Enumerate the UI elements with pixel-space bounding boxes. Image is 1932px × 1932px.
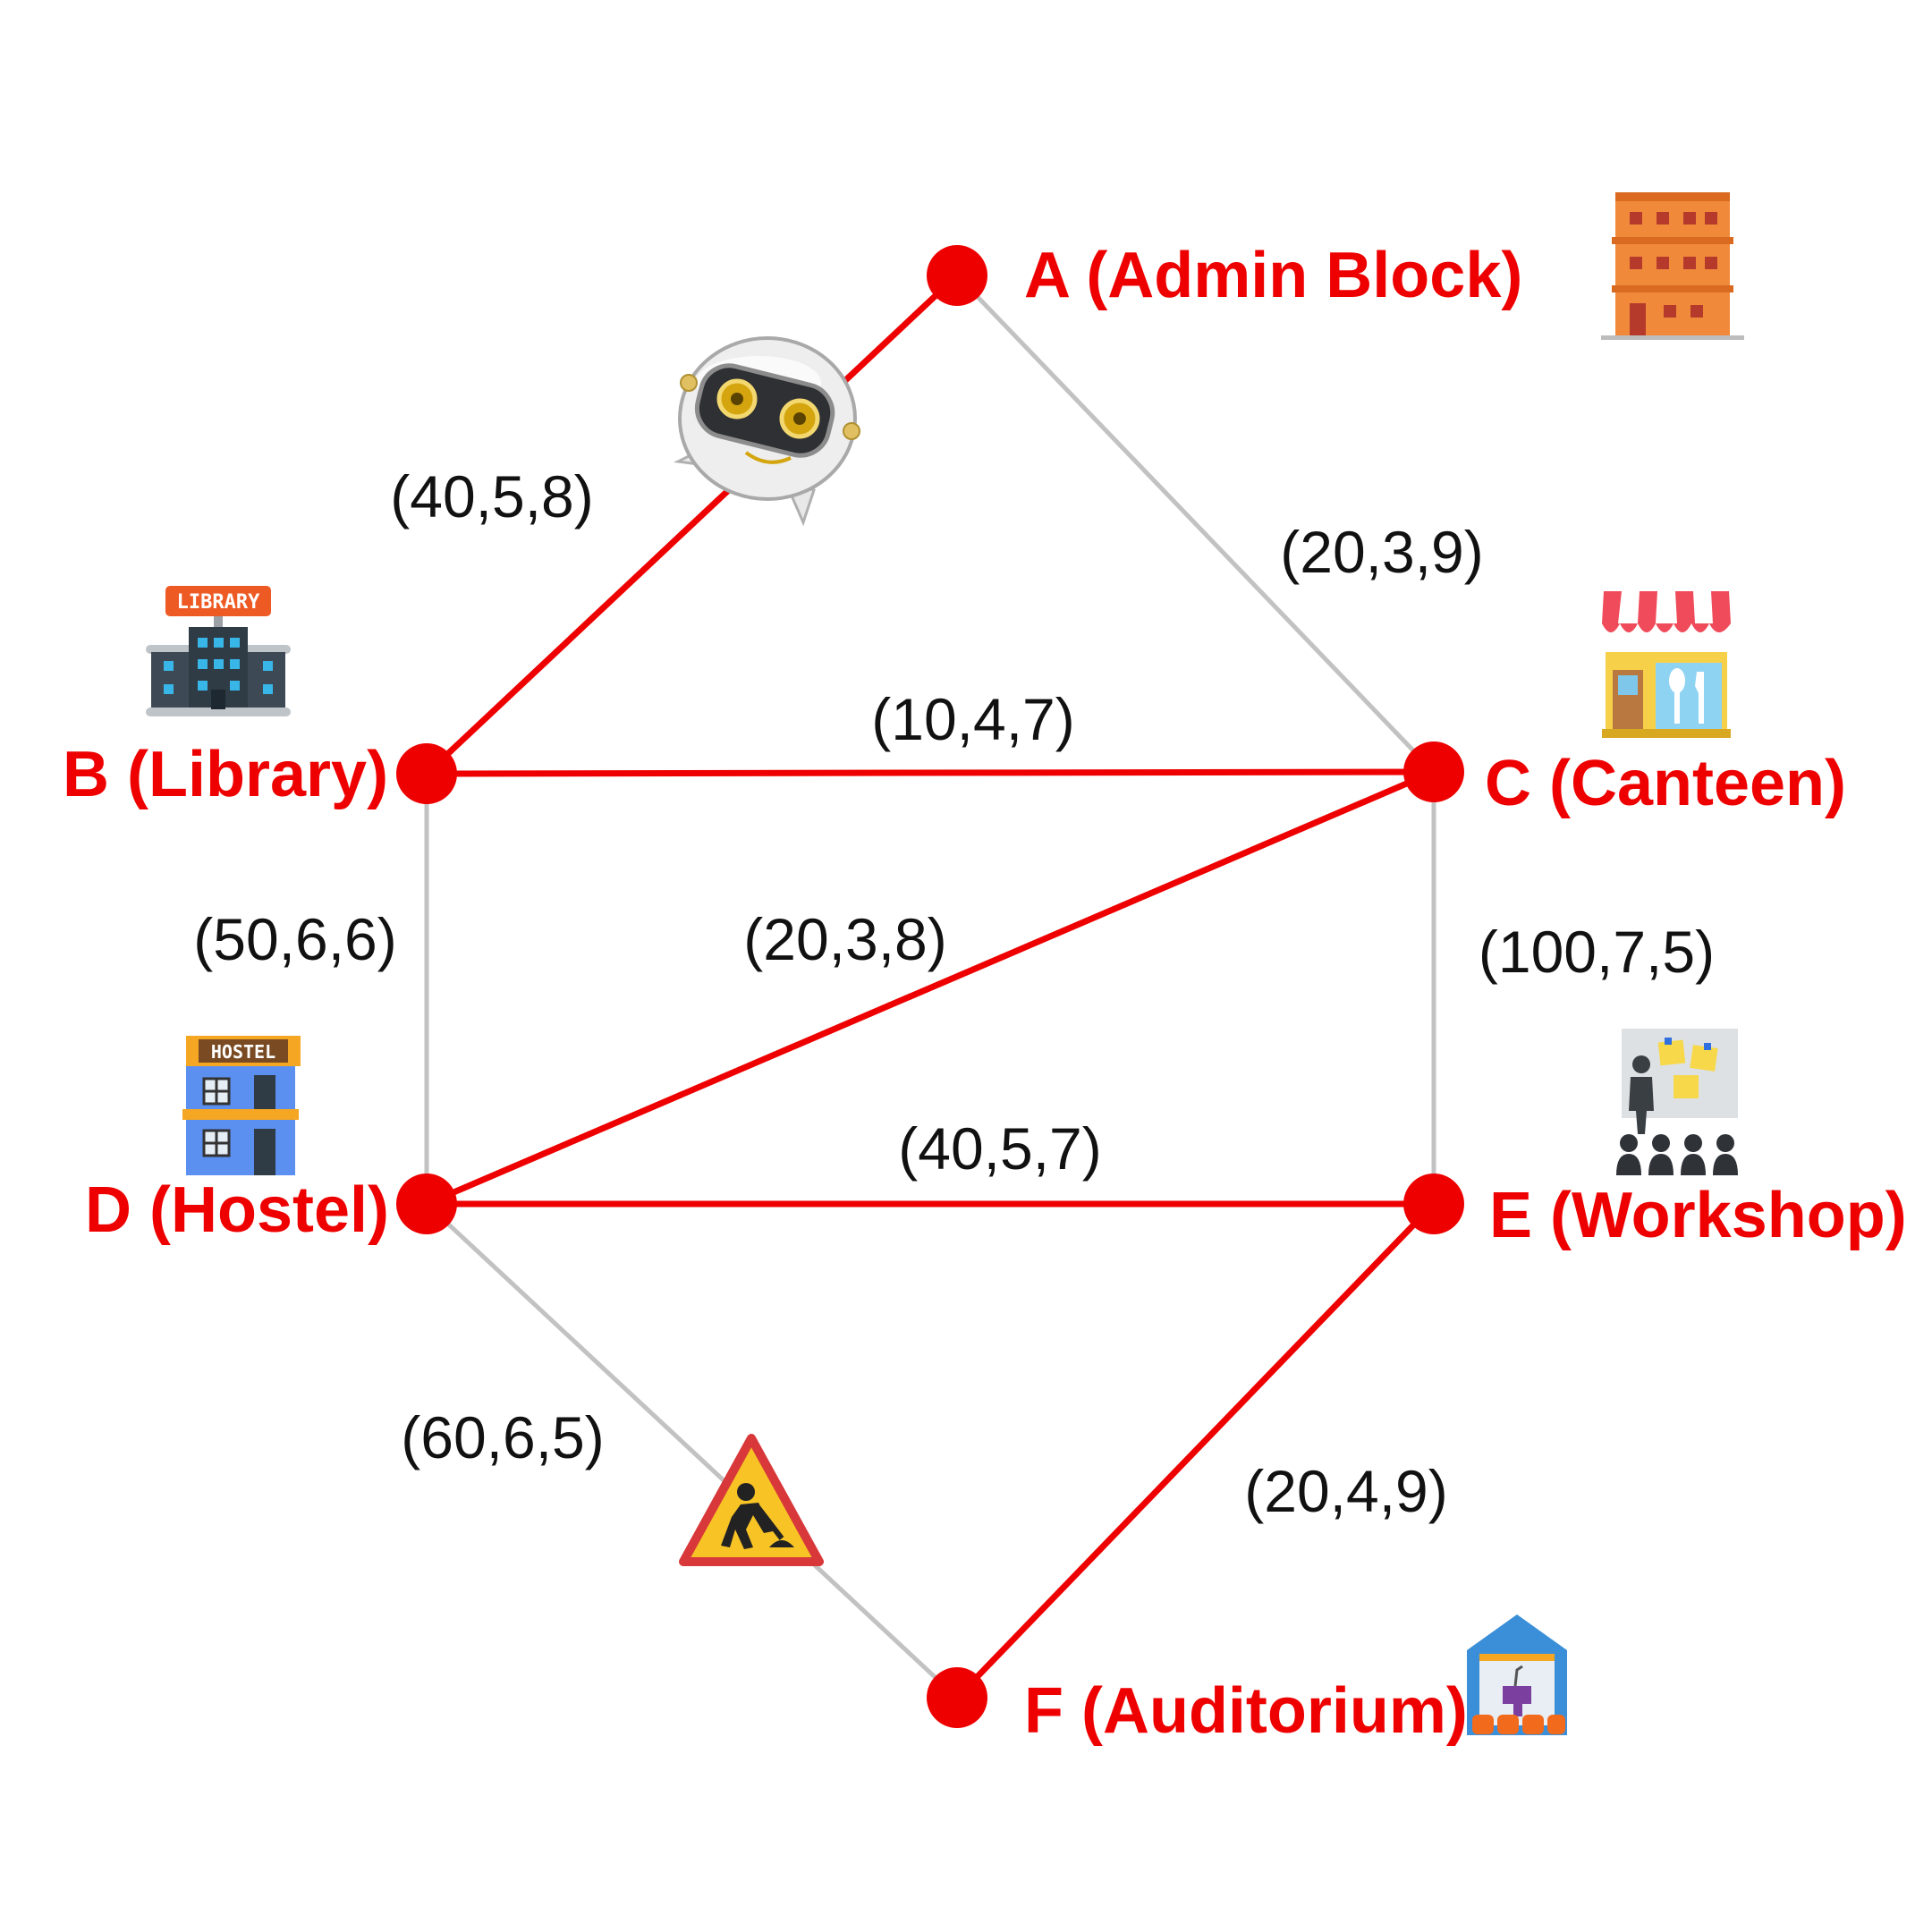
edge-label-E-F: (20,4,9) [1244,1458,1447,1524]
node-A[interactable] [927,245,987,306]
edge-B-C [426,768,1435,777]
auditorium-stage-icon [1467,1614,1567,1735]
node-label-F: F (Auditorium) [1024,1675,1468,1747]
workshop-presentation-icon [1616,1029,1738,1175]
edge-label-C-D: (20,3,8) [743,906,946,972]
edge-label-B-D: (50,6,6) [193,906,396,972]
edge-E-F [954,1201,1436,1700]
node-label-A: A (Admin Block) [1024,240,1522,311]
edge-label-D-E: (40,5,7) [898,1115,1101,1182]
node-label-E: E (Workshop) [1489,1180,1907,1251]
library-sign-text: LIBRARY [177,591,260,614]
node-C[interactable] [1403,741,1464,802]
node-D[interactable] [396,1174,457,1234]
node-label-B: B (Library) [63,739,388,810]
hostel-building-icon: HOSTEL [182,1036,301,1175]
edge-label-B-C: (10,4,7) [871,686,1074,752]
canteen-shop-icon [1602,591,1731,738]
node-B[interactable] [396,743,457,804]
edge-A-C [955,274,1436,774]
node-F[interactable] [927,1667,987,1728]
edge-D-F [425,1202,959,1699]
library-building-icon: LIBRARY [146,586,291,716]
edge-A-B [424,273,960,776]
robot-icon [673,336,860,527]
edge-label-A-C: (20,3,9) [1280,519,1483,585]
hostel-sign-text: HOSTEL [211,1041,275,1063]
edge-label-A-B: (40,5,8) [390,463,593,530]
office-building-icon [1601,192,1744,340]
node-label-C: C (Canteen) [1485,748,1846,819]
node-E[interactable] [1403,1174,1464,1234]
edge-label-D-F: (60,6,5) [401,1404,604,1470]
edge-label-C-E: (100,7,5) [1479,919,1715,985]
nodes-layer: A (Admin Block) B (Library) C (Canteen) D (… [63,240,1907,1747]
edges-layer: (40,5,8) (20,3,9) (10,4,7) (50,6,6) (20,3,8)… [193,273,1715,1700]
node-label-D: D (Hostel) [85,1174,389,1246]
road-work-sign-icon [679,1434,824,1566]
edge-C-D [425,768,1436,1208]
